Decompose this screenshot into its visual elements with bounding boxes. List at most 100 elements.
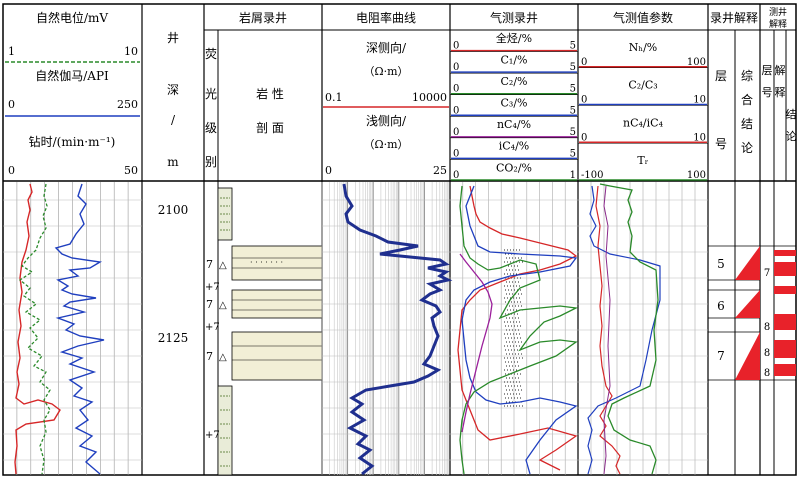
- cuttings-column-header: 岩屑录井 荧 光 级 别 岩 性 剖 面: [205, 10, 287, 169]
- ratio-track-max-2: 10: [693, 132, 706, 143]
- fluor-mark-2: +7: [205, 282, 220, 293]
- ratio-track: [578, 182, 708, 475]
- deep-label: 深侧向/: [366, 40, 407, 55]
- mud-conclusion-7: [735, 332, 760, 380]
- mud-conclusion-5: [735, 246, 760, 280]
- gas-track: [450, 182, 579, 475]
- fluor-char-4: 别: [205, 155, 217, 169]
- sp-max: 10: [124, 45, 138, 58]
- gas-track-max-6: 1: [570, 170, 576, 181]
- ratio-track-label-3: Tᵣ: [637, 154, 648, 167]
- gas-c1-curve: [461, 185, 578, 475]
- fluor-mark-1: 7: [206, 258, 213, 271]
- rop-curve: [54, 183, 105, 475]
- mud-interp-title: 录井解释: [710, 11, 758, 25]
- sp-track: [3, 182, 142, 475]
- fluor-triangle-2: △: [219, 300, 227, 311]
- mud-interp-header: 录井解释 层 号 综 合 结 论: [710, 11, 758, 155]
- gr-min: 0: [8, 98, 15, 111]
- rop-title: 钻时/(min·m⁻¹): [29, 134, 116, 149]
- gas-track-max-2: 5: [570, 84, 576, 95]
- resist-title: 电阻率曲线: [356, 10, 416, 25]
- fluor-char-1: 荧: [205, 47, 217, 61]
- fluor-char-2: 光: [205, 87, 217, 101]
- mud-layer-5: 5: [717, 257, 725, 271]
- gas-track-label-0: 全烃/%: [496, 31, 532, 45]
- log-concl-char-4: 论: [786, 129, 797, 143]
- mud-layer-6: 6: [717, 299, 725, 313]
- gas-track-min-2: 0: [453, 84, 459, 95]
- log-layer-3: 8: [764, 348, 770, 359]
- deep-max: 10000: [412, 91, 447, 104]
- gas-track-label-2: C₂/%: [501, 75, 528, 88]
- deep-unit: （Ω·m）: [363, 65, 408, 78]
- shallow-unit: （Ω·m）: [363, 138, 408, 151]
- sp-title: 自然电位/mV: [36, 10, 108, 25]
- litho-label-1: 岩 性: [256, 86, 284, 101]
- fluor-triangle-3: △: [219, 352, 227, 363]
- log-concl-char-3: 结: [786, 108, 797, 121]
- gas-track-min-3: 0: [453, 105, 459, 116]
- litho-sandstone-2: [231, 289, 323, 319]
- shallow-label: 浅侧向/: [366, 113, 407, 128]
- fluor-mark-4: +7: [205, 322, 220, 333]
- ratio-nh-curve: [595, 185, 621, 475]
- resistivity-track: [321, 182, 453, 476]
- mud-layer-char-2: 号: [715, 137, 727, 151]
- shallow-min: 0: [325, 164, 332, 177]
- log-concl-char-1: 解: [775, 63, 786, 77]
- gas-track-max-5: 5: [570, 148, 576, 159]
- fluor-mark-6: +7: [205, 430, 220, 441]
- gas-track-min-4: 0: [453, 127, 459, 138]
- fluor-mark-5: 7: [206, 350, 213, 363]
- depth-title-3: /: [171, 113, 176, 127]
- depth-title-4: m: [167, 155, 179, 169]
- depth-title-2: 深: [167, 83, 179, 97]
- sp-curve: [14, 183, 61, 475]
- ratio-track-max-0: 100: [687, 57, 706, 68]
- gas-track-label-5: iC₄/%: [499, 140, 530, 153]
- ratio-track-min-2: 0: [581, 132, 587, 143]
- gas-track-max-4: 5: [570, 127, 576, 138]
- ratio-title: 气测值参数: [613, 10, 673, 25]
- ratio-track-label-1: C₂/C₃: [628, 79, 657, 92]
- litho-mudstone-upper: [217, 187, 233, 241]
- gr-max: 250: [117, 98, 138, 111]
- gas-track-max-0: 5: [570, 41, 576, 52]
- mud-conclusion-6: [735, 290, 760, 318]
- sp-min: 1: [8, 45, 15, 58]
- gas-track-min-6: 0: [453, 170, 459, 181]
- fluor-triangle-1: △: [219, 260, 227, 271]
- litho-sandstone-3: [231, 331, 323, 381]
- deep-resistivity-curve: [342, 183, 453, 476]
- gas-track-min-0: 0: [453, 41, 459, 52]
- gas-track-label-6: CO₂/%: [496, 161, 532, 174]
- gas-track-max-3: 5: [570, 105, 576, 116]
- log-interp-title-1: 测井: [769, 6, 787, 18]
- gas-track-min-5: 0: [453, 148, 459, 159]
- log-interp-track: 7 8 8 8: [760, 181, 796, 475]
- shallow-max: 25: [433, 164, 447, 177]
- log-layer-4: 8: [764, 368, 770, 379]
- depth-column-header: 井 深 / m: [167, 31, 179, 169]
- ratio-nc4ic4-curve: [603, 185, 611, 475]
- gas-track-min-1: 0: [453, 62, 459, 73]
- mud-concl-char-3: 结: [741, 117, 753, 131]
- cuttings-title: 岩屑录井: [239, 10, 287, 25]
- depth-2100: 2100: [158, 203, 189, 217]
- mud-concl-char-1: 综: [741, 69, 753, 83]
- log-concl-char-2: 释: [775, 86, 786, 99]
- gas-track-label-4: nC₄/%: [497, 118, 531, 131]
- gas-track-label-3: C₃/%: [501, 97, 528, 110]
- depth-2125: 2125: [158, 331, 189, 345]
- fluor-char-3: 级: [205, 121, 217, 135]
- litho-label-2: 剖 面: [256, 121, 284, 135]
- mud-interp-track: 5 6 7: [708, 181, 760, 475]
- ratio-track-max-3: 100: [687, 170, 706, 181]
- gas-title: 气测录井: [490, 10, 538, 25]
- log-layer-2: 8: [764, 322, 770, 333]
- mud-concl-char-2: 合: [741, 92, 753, 107]
